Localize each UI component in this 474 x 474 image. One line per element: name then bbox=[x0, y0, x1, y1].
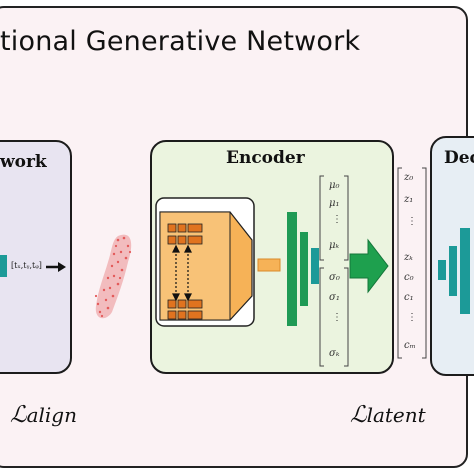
decoder-layer-2 bbox=[449, 246, 457, 296]
mu-entry: μₖ bbox=[329, 240, 340, 251]
mu-entry: μ₁ bbox=[329, 198, 340, 209]
mu-dots: ⋮ bbox=[332, 214, 342, 225]
mu-bracket-right bbox=[344, 175, 349, 261]
loss-subscript: latent bbox=[366, 403, 426, 427]
loss-symbol: ℒ bbox=[350, 402, 367, 428]
c-entry: c₁ bbox=[404, 292, 414, 303]
encoder-label: Encoder bbox=[226, 148, 305, 168]
align-dense-layer bbox=[0, 255, 7, 277]
alignment-network-module bbox=[0, 140, 72, 374]
c-entry: cₘ bbox=[404, 340, 416, 351]
sigma-dots: ⋮ bbox=[332, 312, 342, 323]
mu-entry: μ₀ bbox=[329, 180, 340, 191]
latent-loss: ℒlatent bbox=[350, 402, 426, 428]
alignment-network-label: work bbox=[0, 152, 47, 172]
loss-subscript: align bbox=[26, 403, 77, 427]
figure-title: tional Generative Network bbox=[0, 26, 361, 57]
c-dots: ⋮ bbox=[407, 312, 417, 323]
flatten-layer bbox=[257, 258, 281, 272]
point-cloud bbox=[94, 234, 132, 319]
z-bracket-right bbox=[422, 167, 427, 359]
z-bracket-left bbox=[397, 167, 402, 359]
loss-symbol: ℒ bbox=[10, 402, 27, 428]
z-entry: z₀ bbox=[404, 172, 414, 183]
sigma-entry: σ₀ bbox=[329, 272, 340, 283]
dense-layer-2 bbox=[300, 232, 308, 306]
conv-kernels bbox=[167, 223, 203, 320]
sigma-bracket-left bbox=[319, 267, 324, 367]
z-entry: zₖ bbox=[404, 252, 413, 263]
z-entry: z₁ bbox=[404, 194, 414, 205]
decoder-label: Dec bbox=[444, 148, 474, 168]
align-output-arrowhead bbox=[58, 262, 66, 272]
sigma-entry: σ₁ bbox=[329, 292, 340, 303]
sigma-entry: σₖ bbox=[329, 348, 340, 359]
mu-bracket-left bbox=[319, 175, 324, 261]
decoder-layer-3 bbox=[460, 228, 470, 314]
conv-arrows bbox=[172, 244, 192, 302]
dense-layer-1 bbox=[287, 212, 297, 326]
dense-layer-3 bbox=[311, 248, 319, 284]
z-dots: ⋮ bbox=[407, 216, 417, 227]
decoder-layer-1 bbox=[438, 260, 446, 280]
alignment-output-vector: [tₓ,tᵧ,tᵩ] bbox=[11, 261, 42, 270]
c-entry: c₀ bbox=[404, 272, 414, 283]
alignment-loss: ℒalign bbox=[10, 402, 77, 428]
encoder-output-arrow bbox=[349, 238, 389, 294]
sigma-bracket-right bbox=[344, 267, 349, 367]
